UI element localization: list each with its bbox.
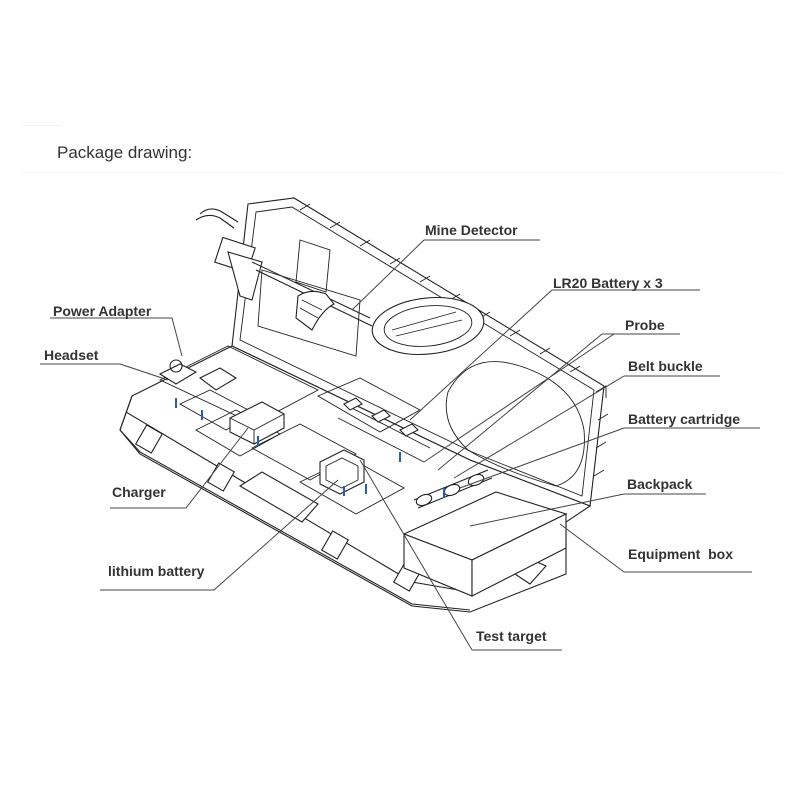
label-charger: Charger xyxy=(112,484,166,500)
label-belt-buckle: Belt buckle xyxy=(628,358,703,374)
label-lr20-battery: LR20 Battery x 3 xyxy=(553,275,663,291)
label-battery-cartridge: Battery cartridge xyxy=(628,411,740,427)
item-markers xyxy=(175,398,445,498)
label-headset: Headset xyxy=(44,347,99,363)
case-items xyxy=(158,359,568,597)
label-backpack: Backpack xyxy=(627,476,693,492)
label-test-target: Test target xyxy=(476,628,547,644)
label-equipment-box: Equipment box xyxy=(628,546,733,562)
label-probe: Probe xyxy=(625,317,665,333)
page-title: Package drawing: xyxy=(57,143,193,162)
title-divider xyxy=(22,172,782,173)
leader-lines xyxy=(40,239,760,651)
label-mine-detector: Mine Detector xyxy=(425,222,518,238)
label-lithium-battery: lithium battery xyxy=(108,563,205,579)
mine-detector-drawing xyxy=(195,208,485,356)
callout-labels: Mine Detector LR20 Battery x 3 Power Ada… xyxy=(44,222,740,644)
top-divider xyxy=(22,125,62,126)
label-power-adapter: Power Adapter xyxy=(53,303,152,319)
